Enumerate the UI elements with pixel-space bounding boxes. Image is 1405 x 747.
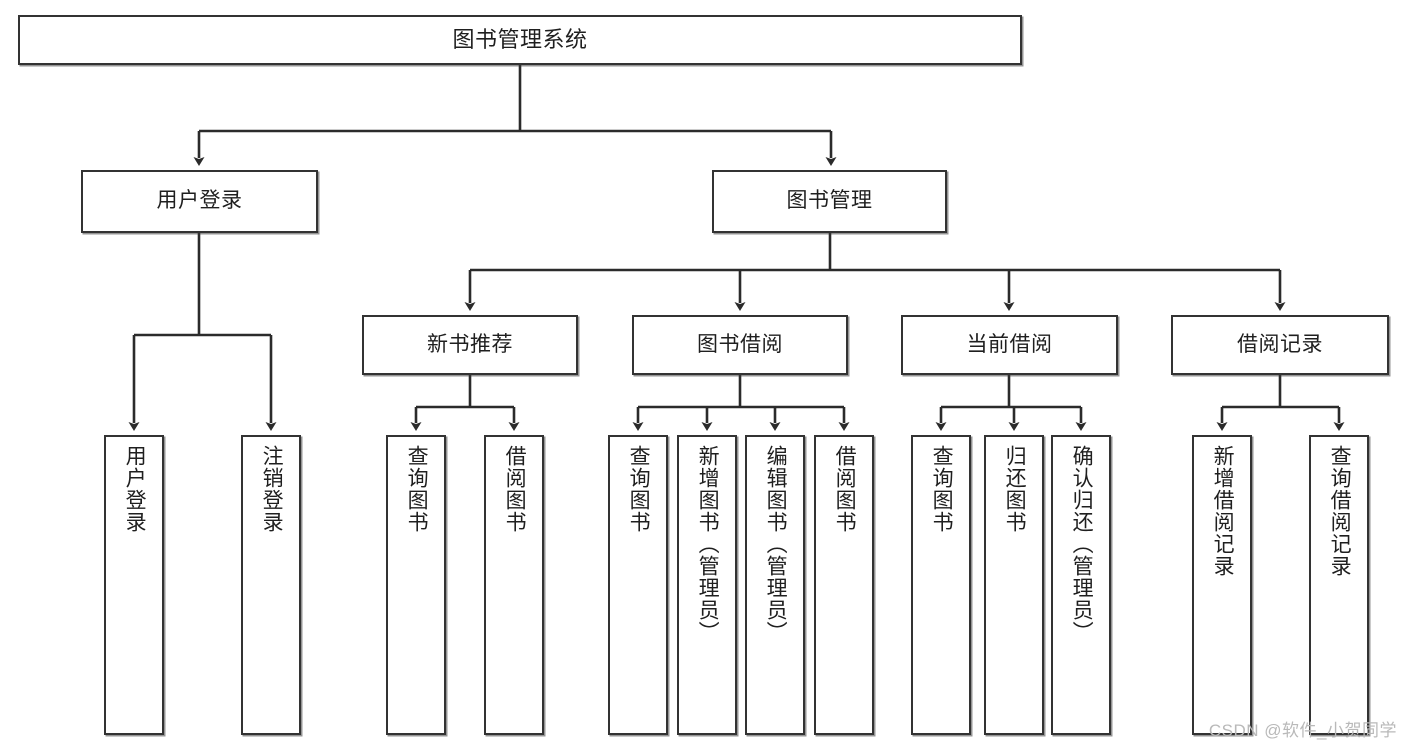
node-book-borrow-label: 图书借阅 xyxy=(697,332,783,356)
node-leaf-confirm-return[interactable]: 确认归还（管理员） xyxy=(1051,435,1111,735)
node-leaf-user-logout[interactable]: 注销登录 xyxy=(241,435,301,735)
node-leaf-query-book-1-label: 查询图书 xyxy=(405,445,429,533)
node-book-manage-label: 图书管理 xyxy=(786,189,873,213)
node-leaf-query-book-2[interactable]: 查询图书 xyxy=(608,435,668,735)
node-leaf-edit-book[interactable]: 编辑图书（管理员） xyxy=(745,435,805,735)
node-current-borrow-label: 当前借阅 xyxy=(966,332,1053,356)
node-leaf-query-book-1[interactable]: 查询图书 xyxy=(386,435,446,735)
node-new-book-rec[interactable]: 新书推荐 xyxy=(362,315,578,375)
node-root-label: 图书管理系统 xyxy=(452,27,588,53)
node-current-borrow[interactable]: 当前借阅 xyxy=(901,315,1118,375)
node-leaf-borrow-book-2-label: 借阅图书 xyxy=(833,445,857,533)
node-leaf-borrow-book-1[interactable]: 借阅图书 xyxy=(484,435,544,735)
node-leaf-user-logout-label: 注销登录 xyxy=(260,445,284,533)
node-leaf-add-book-label: 新增图书（管理员） xyxy=(696,445,720,643)
node-leaf-borrow-book-2[interactable]: 借阅图书 xyxy=(814,435,874,735)
node-book-manage[interactable]: 图书管理 xyxy=(712,170,947,233)
node-root[interactable]: 图书管理系统 xyxy=(18,15,1022,65)
node-leaf-confirm-return-label: 确认归还（管理员） xyxy=(1070,445,1094,643)
node-leaf-add-record-label: 新增借阅记录 xyxy=(1211,445,1235,577)
node-leaf-query-book-3-label: 查询图书 xyxy=(930,445,954,533)
node-leaf-add-book[interactable]: 新增图书（管理员） xyxy=(677,435,737,735)
node-leaf-return-book-label: 归还图书 xyxy=(1003,445,1027,533)
node-leaf-borrow-book-1-label: 借阅图书 xyxy=(503,445,527,533)
node-book-borrow[interactable]: 图书借阅 xyxy=(632,315,848,375)
node-leaf-user-login[interactable]: 用户登录 xyxy=(104,435,164,735)
node-borrow-record[interactable]: 借阅记录 xyxy=(1171,315,1389,375)
node-leaf-query-book-2-label: 查询图书 xyxy=(627,445,651,533)
node-leaf-query-record[interactable]: 查询借阅记录 xyxy=(1309,435,1369,735)
node-leaf-user-login-label: 用户登录 xyxy=(123,445,147,533)
node-leaf-query-record-label: 查询借阅记录 xyxy=(1328,445,1352,577)
csdn-watermark: CSDN @软件_小贺同学 xyxy=(1208,721,1397,740)
node-leaf-return-book[interactable]: 归还图书 xyxy=(984,435,1044,735)
node-leaf-query-book-3[interactable]: 查询图书 xyxy=(911,435,971,735)
node-leaf-edit-book-label: 编辑图书（管理员） xyxy=(764,445,788,643)
node-leaf-add-record[interactable]: 新增借阅记录 xyxy=(1192,435,1252,735)
node-user-login-label: 用户登录 xyxy=(156,189,243,213)
node-borrow-record-label: 借阅记录 xyxy=(1237,332,1323,356)
node-new-book-rec-label: 新书推荐 xyxy=(427,332,513,356)
node-user-login[interactable]: 用户登录 xyxy=(81,170,318,233)
